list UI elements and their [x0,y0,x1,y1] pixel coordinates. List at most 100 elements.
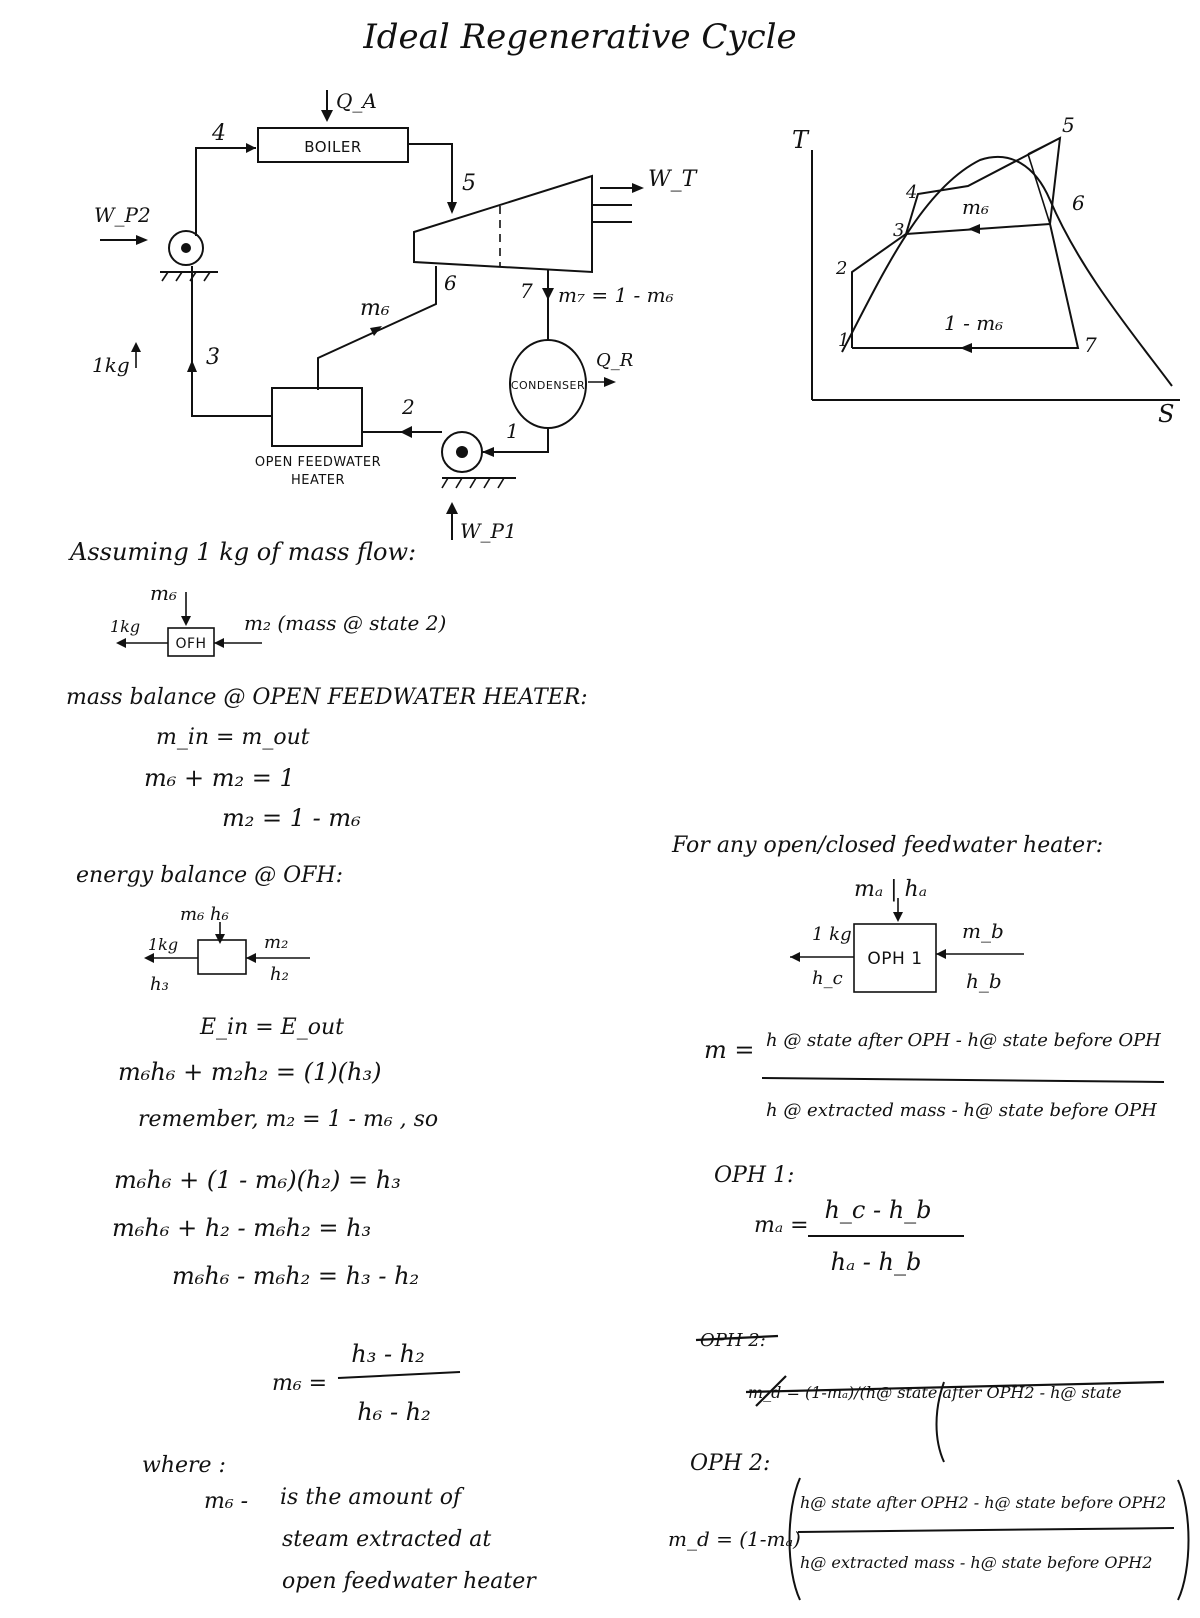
wp2-label: W_P2 [94,203,151,227]
sketch2-box [197,939,247,975]
where-m6: m₆ - [204,1489,248,1514]
for-any-text: For any open/closed feedwater heater: [671,833,1103,858]
saturation-dome [841,155,1173,387]
eq-energy: m₆h₆ + m₂h₂ = (1)(h₃) [118,1058,381,1086]
page-title: Ideal Regenerative Cycle [362,17,796,57]
assuming-text: Assuming 1 kg of mass flow: [68,538,416,566]
ofh-label-line2: HEATER [291,473,345,488]
sk-hc: h_c [812,968,843,989]
sk-1kg: 1 kg [812,924,852,945]
m6-label: m₆ [360,296,390,321]
sketch2-m2: m₂ [264,932,288,953]
crossed-equation: m_d = (1-mₐ)/(h@ state after OPH2 - h@ s… [748,1383,1122,1402]
wt-arrowhead [632,183,644,193]
oph2-denominator: h@ extracted mass - h@ state before OPH2 [800,1553,1152,1572]
sketch2-h2: h₂ [270,964,289,985]
eq-m6-lhs: m₆ = [272,1371,327,1396]
ts-state-7: 7 [1084,333,1097,357]
oph2-left-paren [788,1477,801,1601]
line-state-5 [408,143,453,212]
state-7-label: 7 [520,279,533,303]
sketch1-ofh-label: OFH [175,636,206,652]
state-3-label: 3 [206,345,220,370]
sketch2-h3: h₃ [150,974,169,995]
eq-expanded: m₆h₆ + h₂ - m₆h₂ = h₃ [112,1214,371,1242]
eq-m6-fraction-bar [337,1371,461,1379]
arrow-state-5 [447,202,457,214]
state-4-label: 4 [211,121,226,146]
turbine [413,174,593,274]
line-state-4 [195,147,256,236]
where-label: where : [142,1453,226,1478]
ts-state-6: 6 [1072,191,1085,215]
general-lhs: m = [704,1036,755,1064]
one-kg-label: 1kg [92,353,130,377]
general-numerator: h @ state after OPH - h@ state before OP… [766,1030,1161,1051]
arrow-state-2 [400,426,412,438]
oph2-fraction-bar [797,1527,1175,1533]
oph1-denominator: hₐ - h_b [831,1248,922,1276]
eq-m2: m₂ = 1 - m₆ [222,804,361,832]
arrow-state-1 [482,447,494,457]
mass-balance-label: mass balance @ OPEN FEEDWATER HEATER: [66,685,588,710]
state-2-label: 2 [401,395,415,419]
energy-balance-label: energy balance @ OFH: [76,863,343,888]
sk-oph1-box [853,923,937,993]
oph1-heading: OPH 1: [714,1163,794,1188]
s-axis-label: S [1158,400,1174,428]
pump-2 [168,230,204,266]
condenser-label: CONDENSER [511,379,585,392]
ts-arrow-m6 [968,224,980,234]
eq-m6-numerator: h₃ - h₂ [351,1340,425,1368]
qa-arrowhead [321,110,333,122]
ts-state-3: 3 [893,220,904,241]
left-derivation: Assuming 1 kg of mass flow: m₆ 1kg OFH m… [66,538,588,1594]
sketch1-ofh-box [167,627,215,657]
qa-label: Q_A [336,89,377,113]
eq-remember: remember, m₂ = 1 - m₆ , so [138,1107,438,1132]
wp1-arrowhead [446,502,458,514]
wp1-label: W_P1 [460,519,517,543]
eq-min-mout: m_in = m_out [156,725,310,750]
sketch1-1kg: 1kg [110,617,140,636]
ts-diagram: T S m₆ 1 - m₆ 1 2 3 4 5 6 7 [792,113,1180,428]
right-derivation: For any open/closed feedwater heater: mₐ… [668,833,1190,1601]
eq-ein-eout: E_in = E_out [199,1015,344,1040]
ts-state-5: 5 [1062,113,1075,137]
arrow-state-3 [187,360,197,372]
where-text-3: open feedwater heater [282,1569,537,1594]
eq-m6-denominator: h₆ - h₂ [357,1398,431,1426]
cycle-schematic: BOILER Q_A 4 5 W_T 6 m₆ 7 m₇ = 1 - m₆ [92,89,699,543]
ts-state-1: 1 [838,330,849,351]
state-1-label: 1 [506,419,519,443]
open-feedwater-heater [271,387,363,447]
m7-label: m₇ = 1 - m₆ [558,283,674,307]
sk-mb: m_b [962,919,1004,943]
oph2-lhs: m_d = (1-mₐ) [668,1527,801,1551]
general-denominator: h @ extracted mass - h@ state before OPH [766,1100,1157,1121]
qr-arrowhead [604,377,616,387]
where-text-1: is the amount of [280,1485,465,1510]
t-axis-label: T [792,126,810,154]
ts-state-2: 2 [835,258,847,279]
where-text-2: steam extracted at [282,1527,491,1552]
ts-one-minus-m6-label: 1 - m₆ [944,311,1003,335]
oph2-right-paren [1177,1479,1190,1601]
eq-rearranged: m₆h₆ - m₆h₂ = h₃ - h₂ [172,1262,419,1290]
crossed-heading: OPH 2: [700,1330,766,1351]
oph1-lhs: mₐ = [754,1213,809,1238]
ofh-label-line1: OPEN FEEDWATER [255,455,381,470]
ts-state-4: 4 [905,182,917,203]
sk-hb: h_b [966,969,1002,993]
eq-mass-sum: m₆ + m₂ = 1 [144,764,295,792]
oph2-heading: OPH 2: [690,1451,770,1476]
sketch2-top: m₆ h₆ [180,904,229,925]
line-state-1 [482,428,549,453]
cycle-path [851,136,1080,349]
eq-substituted: m₆h₆ + (1 - m₆)(h₂) = h₃ [114,1166,401,1194]
arrow-state-4 [246,143,256,153]
sk-oph1-label: OPH 1 [867,949,922,969]
general-fraction-bar [761,1077,1165,1083]
